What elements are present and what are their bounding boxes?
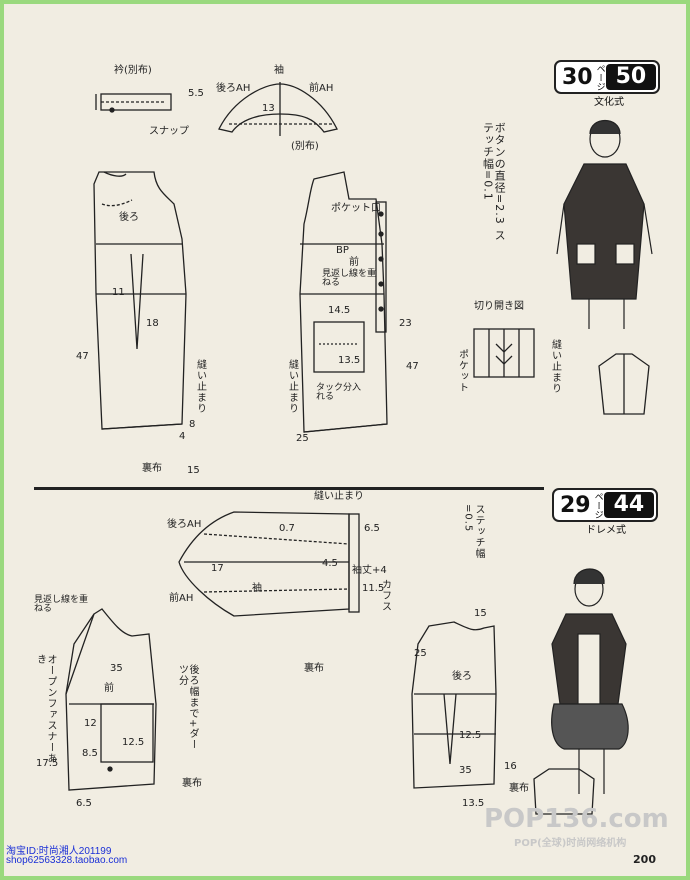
- lining-bottom-left: 裏布: [182, 778, 202, 789]
- badge-page: 44: [603, 492, 655, 518]
- sleeve-bottom: 袖: [252, 583, 262, 594]
- num-8: 8: [189, 419, 196, 430]
- tuck-note: タック分入れる: [316, 383, 362, 402]
- num-47-right: 47: [406, 361, 419, 372]
- separate-cloth: (別布): [291, 141, 319, 152]
- sleeve-pattern-bottom: [178, 511, 360, 617]
- watermark-sub: POP(全球)时尚网络机构: [514, 838, 627, 849]
- lining-back: 裏布: [509, 783, 529, 794]
- num-11: 11: [112, 287, 125, 298]
- num-47-left: 47: [76, 351, 89, 362]
- watermark-brand: POP136.com: [484, 804, 669, 834]
- fashion-figure-top: [556, 120, 653, 329]
- page-word: ページ: [592, 491, 603, 519]
- front-bodice-bottom: [65, 608, 157, 791]
- collar-label: 衿(別布): [114, 65, 152, 76]
- collar-pattern: [95, 93, 172, 113]
- dart-18: 18: [146, 318, 159, 329]
- page-number: 200: [633, 853, 656, 866]
- num-15-top: 15: [187, 465, 200, 476]
- bp-label: BP: [336, 245, 349, 256]
- num-13: 13: [262, 103, 275, 114]
- num-35-front: 35: [110, 663, 123, 674]
- pocket-label-top: ポケット: [456, 349, 468, 393]
- num-35-back: 35: [459, 765, 472, 776]
- front-label-top: 前: [349, 257, 359, 268]
- back-label-top: 後ろ: [119, 212, 139, 223]
- section-divider: [34, 487, 544, 490]
- facing-label-top: 裏布: [142, 463, 162, 474]
- sleeve-length: 袖丈+4: [352, 565, 387, 576]
- num-45: 4.5: [322, 558, 338, 569]
- sew-stop-front: 縫い止まり: [286, 359, 298, 414]
- badge-ref-num: 30: [562, 64, 593, 90]
- back-ah-label: 後ろAH: [216, 83, 251, 94]
- back-bottom: 後ろ: [452, 671, 472, 682]
- back-bodice-top: [93, 171, 187, 430]
- cut-diagram-label: 切り開き図: [474, 301, 524, 312]
- cuffs-label: カフス: [379, 579, 391, 612]
- num-4: 4: [179, 431, 186, 442]
- shop-url: shop62563328.taobao.com: [6, 855, 128, 866]
- num-125-front: 12.5: [122, 737, 145, 748]
- lining-sleeve: 裏布: [304, 663, 324, 674]
- num-135-back: 13.5: [462, 798, 485, 809]
- num-25-back: 25: [414, 648, 427, 659]
- back-bodice-bottom: [411, 621, 497, 789]
- style-name-bottom: ドレメ式: [586, 525, 626, 536]
- num-15-back: 15: [474, 608, 487, 619]
- front-bottom: 前: [104, 683, 114, 694]
- sleeve-label: 袖: [274, 65, 284, 76]
- back-width-dart: 後ろ幅まで+ダーツ分: [176, 664, 199, 751]
- style-name-top: 文化式: [594, 97, 624, 108]
- num-175: 17.5: [36, 758, 59, 769]
- pattern-drawings: [65, 82, 653, 815]
- back-ah-bottom: 後ろAH: [167, 519, 202, 530]
- num-65-bottom: 6.5: [76, 798, 92, 809]
- num-125-back: 12.5: [459, 730, 482, 741]
- flat-sketch-top: [598, 353, 650, 415]
- num-55: 5.5: [188, 88, 204, 99]
- stitch-note-bottom: ステッチ幅=0.5: [462, 504, 485, 559]
- badge-page: 50: [605, 64, 657, 90]
- front-ah-bottom: 前AH: [169, 593, 194, 604]
- pocket-cut-diagram: [473, 328, 535, 378]
- shop-id: 淘宝ID:时尚湘人201199: [6, 846, 112, 857]
- sleeve-pattern-top: [218, 82, 338, 136]
- sew-stop-bottom: 縫い止まり: [314, 491, 364, 502]
- num-16: 16: [504, 761, 517, 772]
- pattern-page: { "top_section": { "badge": {"num": "30"…: [4, 4, 686, 876]
- facing-overlap-bottom: 見返し線を重ねる: [34, 595, 89, 614]
- num-65: 6.5: [364, 523, 380, 534]
- stitch-note-top: ボタンの直径=2.3 ステッチ幅=0.1: [481, 122, 507, 242]
- flat-sketch-bottom: [533, 768, 595, 815]
- snap-label: スナップ: [149, 126, 189, 137]
- num-145: 14.5: [328, 305, 351, 316]
- front-ah-label: 前AH: [309, 83, 334, 94]
- num-85: 8.5: [82, 748, 98, 759]
- facing-overlap-top: 見返し線を重ねる: [322, 269, 377, 288]
- num-07: 0.7: [279, 523, 295, 534]
- sew-stop-back: 縫い止まり: [194, 359, 206, 414]
- num-12: 12: [84, 718, 97, 729]
- num-25: 25: [296, 433, 309, 444]
- num-135: 13.5: [338, 355, 361, 366]
- sew-stop-right: 縫い止まり: [549, 339, 561, 394]
- badge-ref-num: 29: [560, 492, 591, 518]
- num-17: 17: [211, 563, 224, 574]
- num-115: 11.5: [362, 583, 385, 594]
- open-fastener: オープンファスナーあき: [34, 654, 57, 764]
- page-word: ページ: [594, 63, 605, 91]
- fashion-figure-bottom: [551, 568, 629, 794]
- num-23: 23: [399, 318, 412, 329]
- pocket-flap-label: ポケット口: [331, 203, 381, 214]
- front-bodice-top: [299, 171, 388, 433]
